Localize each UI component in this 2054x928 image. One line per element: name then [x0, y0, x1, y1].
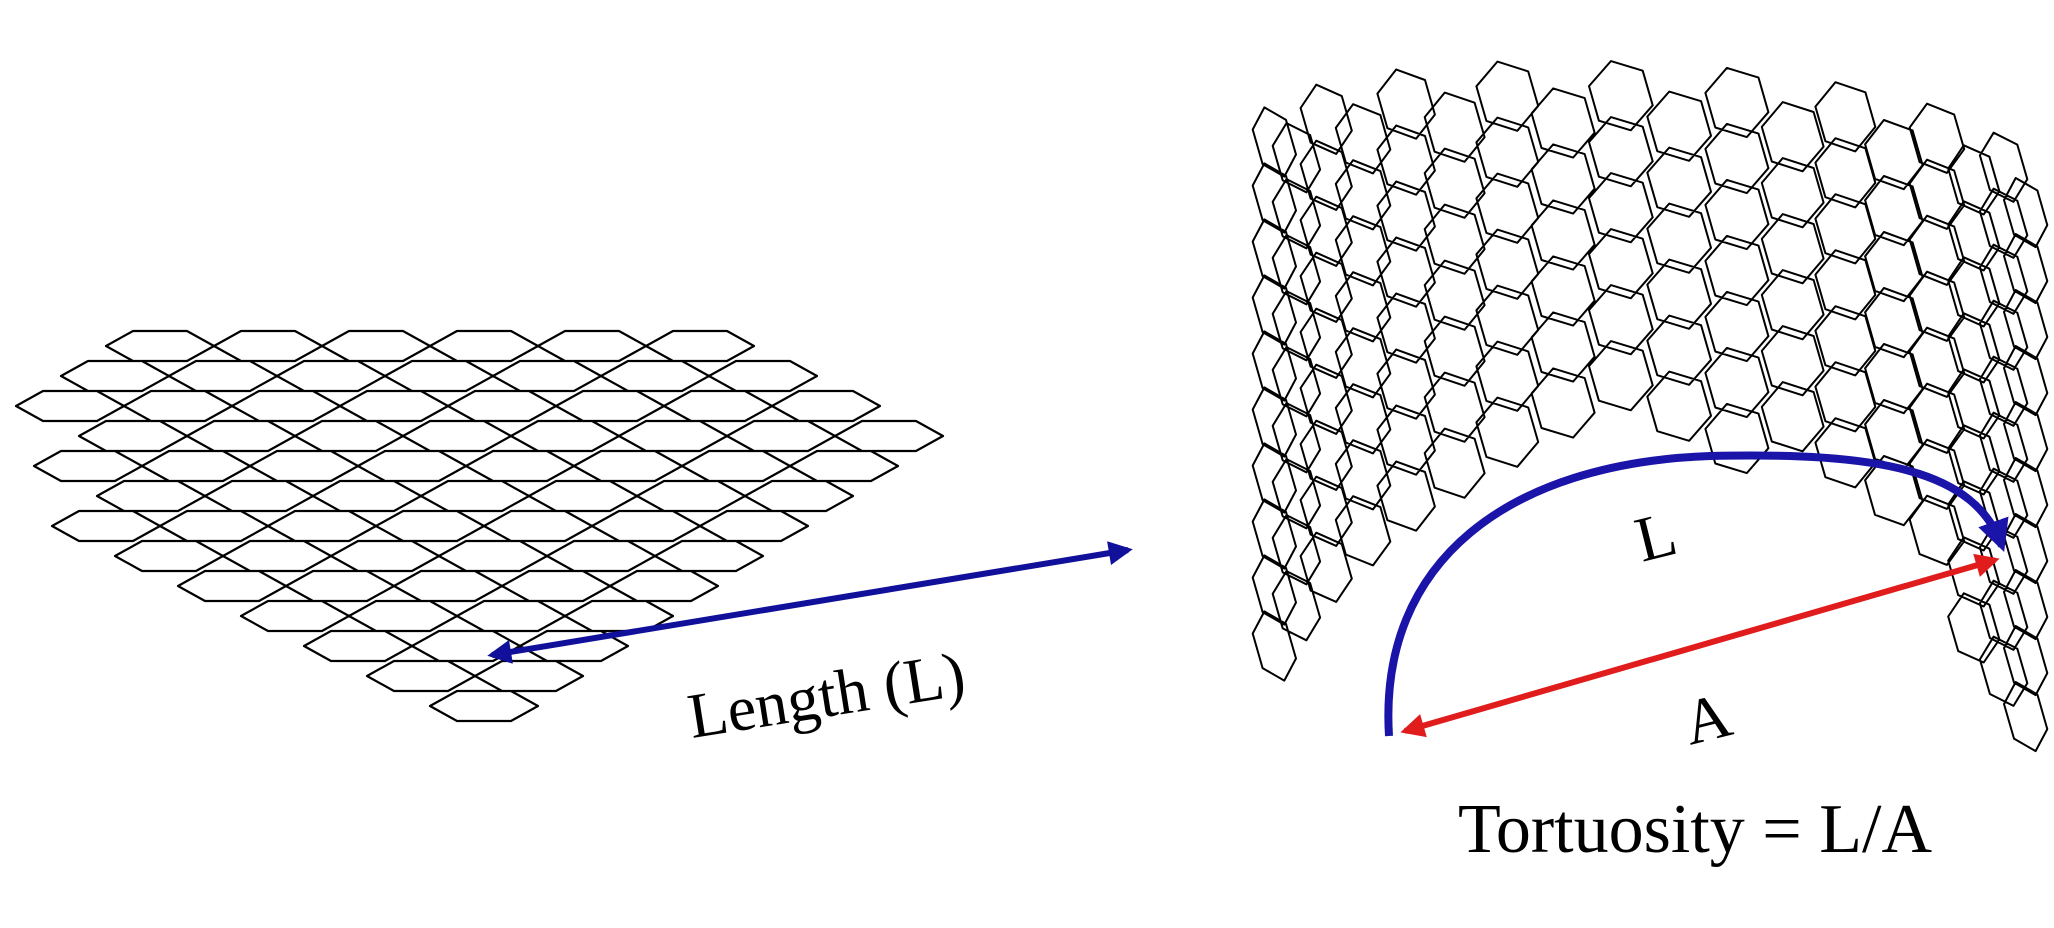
- rolled-graphene-sheet: [1251, 60, 2049, 753]
- rolled-hexagon-mesh: [1251, 60, 2049, 753]
- length-arrow: [487, 541, 1133, 664]
- chord-arrow: [1400, 553, 2000, 738]
- arc-length-label: L: [1628, 497, 1683, 575]
- tortuosity-formula: Tortuosity = L/A: [1458, 791, 1932, 868]
- length-label: Length (L): [683, 638, 970, 752]
- chord-label: A: [1676, 679, 1738, 759]
